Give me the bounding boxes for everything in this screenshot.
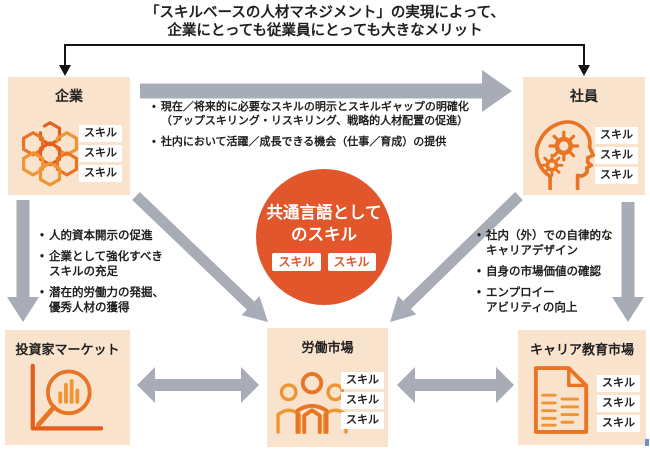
head-gears-icon [534,120,595,190]
diagram-title: 「スキルベースの人材マネジメント」の実現によって、 企業にとっても従業員にとって… [0,5,650,40]
employee-box: 社員 [523,77,645,195]
bullet-line: 自身の市場価値の確認 [486,265,602,278]
labor-market-box: 労働市場 スキル スキル スキル [267,328,388,447]
employee-skill-chips: スキル スキル スキル [595,127,638,184]
arrow-company-to-investor [7,200,39,322]
bullet-line: 優秀人材の獲得 [49,301,130,314]
bullet-item: 現在／将来的に必要なスキルの明示とスキルギャップの明確化 （アップスキリング・リ… [152,100,522,129]
employee-label: 社員 [570,88,598,104]
arrow-labor-career-bidirectional [397,367,514,403]
skill-chip: スキル [597,395,640,412]
bullet-item: 社内（外）での自律的な キャリアデザイン [477,229,647,259]
gear-large [548,130,580,162]
bullet-line: 人的資本開示の促進 [49,230,153,242]
skill-chip: スキル [341,392,384,409]
bullet-item: 人的資本開示の促進 [40,229,215,244]
investor-market-box: 投資家マーケット [5,330,130,445]
skill-chip: スキル [597,375,640,392]
skill-chip: スキル [595,147,638,164]
gear-small [540,153,564,177]
bullet-line: スキルの充足 [49,265,119,278]
bullet-line: 潜在的労働力の発掘、 [49,286,165,299]
edge-text-fragment [645,439,649,446]
circle-text-line2: のスキル [290,225,357,244]
investor-market-label: 投資家マーケット [15,342,120,357]
bullet-line: アビリティの向上 [486,301,578,314]
chart-magnifier-icon [30,363,104,431]
career-skill-chips: スキル スキル スキル [597,375,640,432]
bullet-line: （アップスキリング・リスキリング、戦略的人材配置の促進） [160,115,469,128]
bullet-line: 現在／将来的に必要なスキルの明示とスキルギャップの明確化 [160,101,469,113]
skill-chip: スキル [79,145,122,162]
people-group-icon [276,371,348,434]
skill-chip: スキル [597,415,640,432]
company-to-employee-bullets: 現在／将来的に必要なスキルの明示とスキルギャップの明確化 （アップスキリング・リ… [152,100,522,155]
hexagon-cluster-icon [21,121,79,187]
skill-chip: スキル [341,412,384,429]
document-icon [533,366,589,434]
skill-chip: スキル [341,372,384,389]
labor-market-label: 労働市場 [301,340,354,355]
diagram-title-line2: 企業にとっても従業員にとっても大きなメリット [167,22,483,39]
skill-chip: スキル [79,165,122,182]
bullet-item: 企業として強化すべき スキルの充足 [40,250,215,280]
career-education-market-label: キャリア教育市場 [529,342,634,357]
company-box: 企業 スキル スキル スキル [8,77,130,195]
bullet-item: 自身の市場価値の確認 [477,265,647,280]
employee-down-bullets: 社内（外）での自律的な キャリアデザイン 自身の市場価値の確認 エンプロイー ア… [477,229,647,322]
bullet-item: 潜在的労働力の発掘、 優秀人材の獲得 [40,286,215,316]
labor-skill-chips: スキル スキル スキル [341,372,384,429]
title-bracket-arrow [59,44,590,76]
skill-chip: スキル [595,167,638,184]
career-education-market-box: キャリア教育市場 スキル スキル スキル [518,330,646,445]
bullet-line: エンプロイー [486,286,555,299]
arrow-employee-to-labor [390,192,523,322]
bullet-item: 社内において活躍／成長できる機会（仕事／育成）の提供 [152,135,522,149]
bullet-item: エンプロイー アビリティの向上 [477,286,647,316]
skill-chip: スキル [79,125,122,142]
skill-badge: スキル [272,252,321,271]
skill-chip: スキル [595,127,638,144]
company-label: 企業 [55,88,83,104]
bullet-line: キャリアデザイン [486,244,579,257]
bullet-line: 企業として強化すべき [49,250,163,263]
company-skill-chips: スキル スキル スキル [79,125,122,182]
bullet-line: 社内において活躍／成長できる機会（仕事／育成）の提供 [160,135,447,148]
circle-text: 共通言語として のスキル [266,203,381,246]
circle-skill-badges: スキル スキル [272,252,376,271]
circle-text-line1: 共通言語として [266,204,382,223]
diagram-title-line1: 「スキルベースの人材マネジメント」の実現によって、 [145,5,505,21]
common-language-circle: 共通言語として のスキル スキル スキル [256,169,392,305]
arrow-investor-labor-bidirectional [137,367,259,403]
skill-badge: スキル [327,252,376,271]
bullet-line: 社内（外）での自律的な [486,230,613,242]
company-down-bullets: 人的資本開示の促進 企業として強化すべき スキルの充足 潜在的労働力の発掘、 優… [40,229,215,322]
